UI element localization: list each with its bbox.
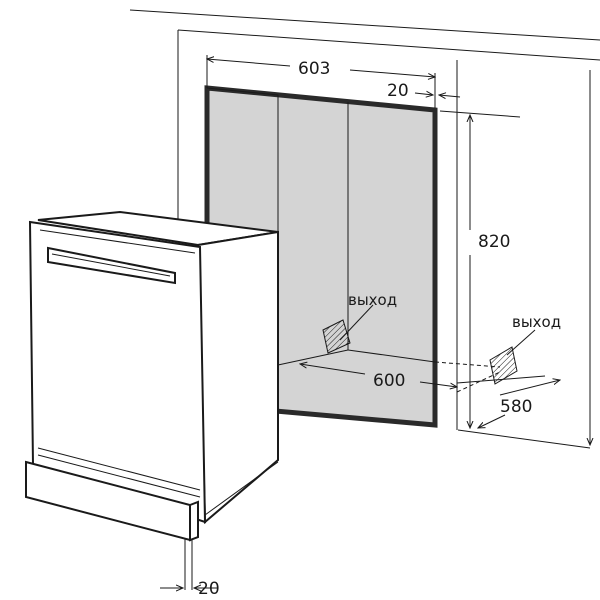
dimension-lines <box>160 55 590 590</box>
label-niche-height: 820 <box>478 232 510 252</box>
label-inner-width: 600 <box>373 371 405 391</box>
label-niche-width: 603 <box>298 59 330 79</box>
label-plinth-gap: 20 <box>198 579 220 599</box>
label-depth: 580 <box>500 397 532 417</box>
label-gap-side: 20 <box>387 81 409 101</box>
outlet-side-shape <box>489 346 518 385</box>
outlet-side-leader <box>506 329 536 356</box>
label-outlet-side: выход <box>512 313 561 331</box>
dishwasher <box>25 210 279 542</box>
floor-projection <box>434 361 501 393</box>
outlet-inside-leader <box>339 304 374 341</box>
label-outlet-inside: выход <box>348 291 397 309</box>
outlet-inside-shape <box>322 319 351 354</box>
